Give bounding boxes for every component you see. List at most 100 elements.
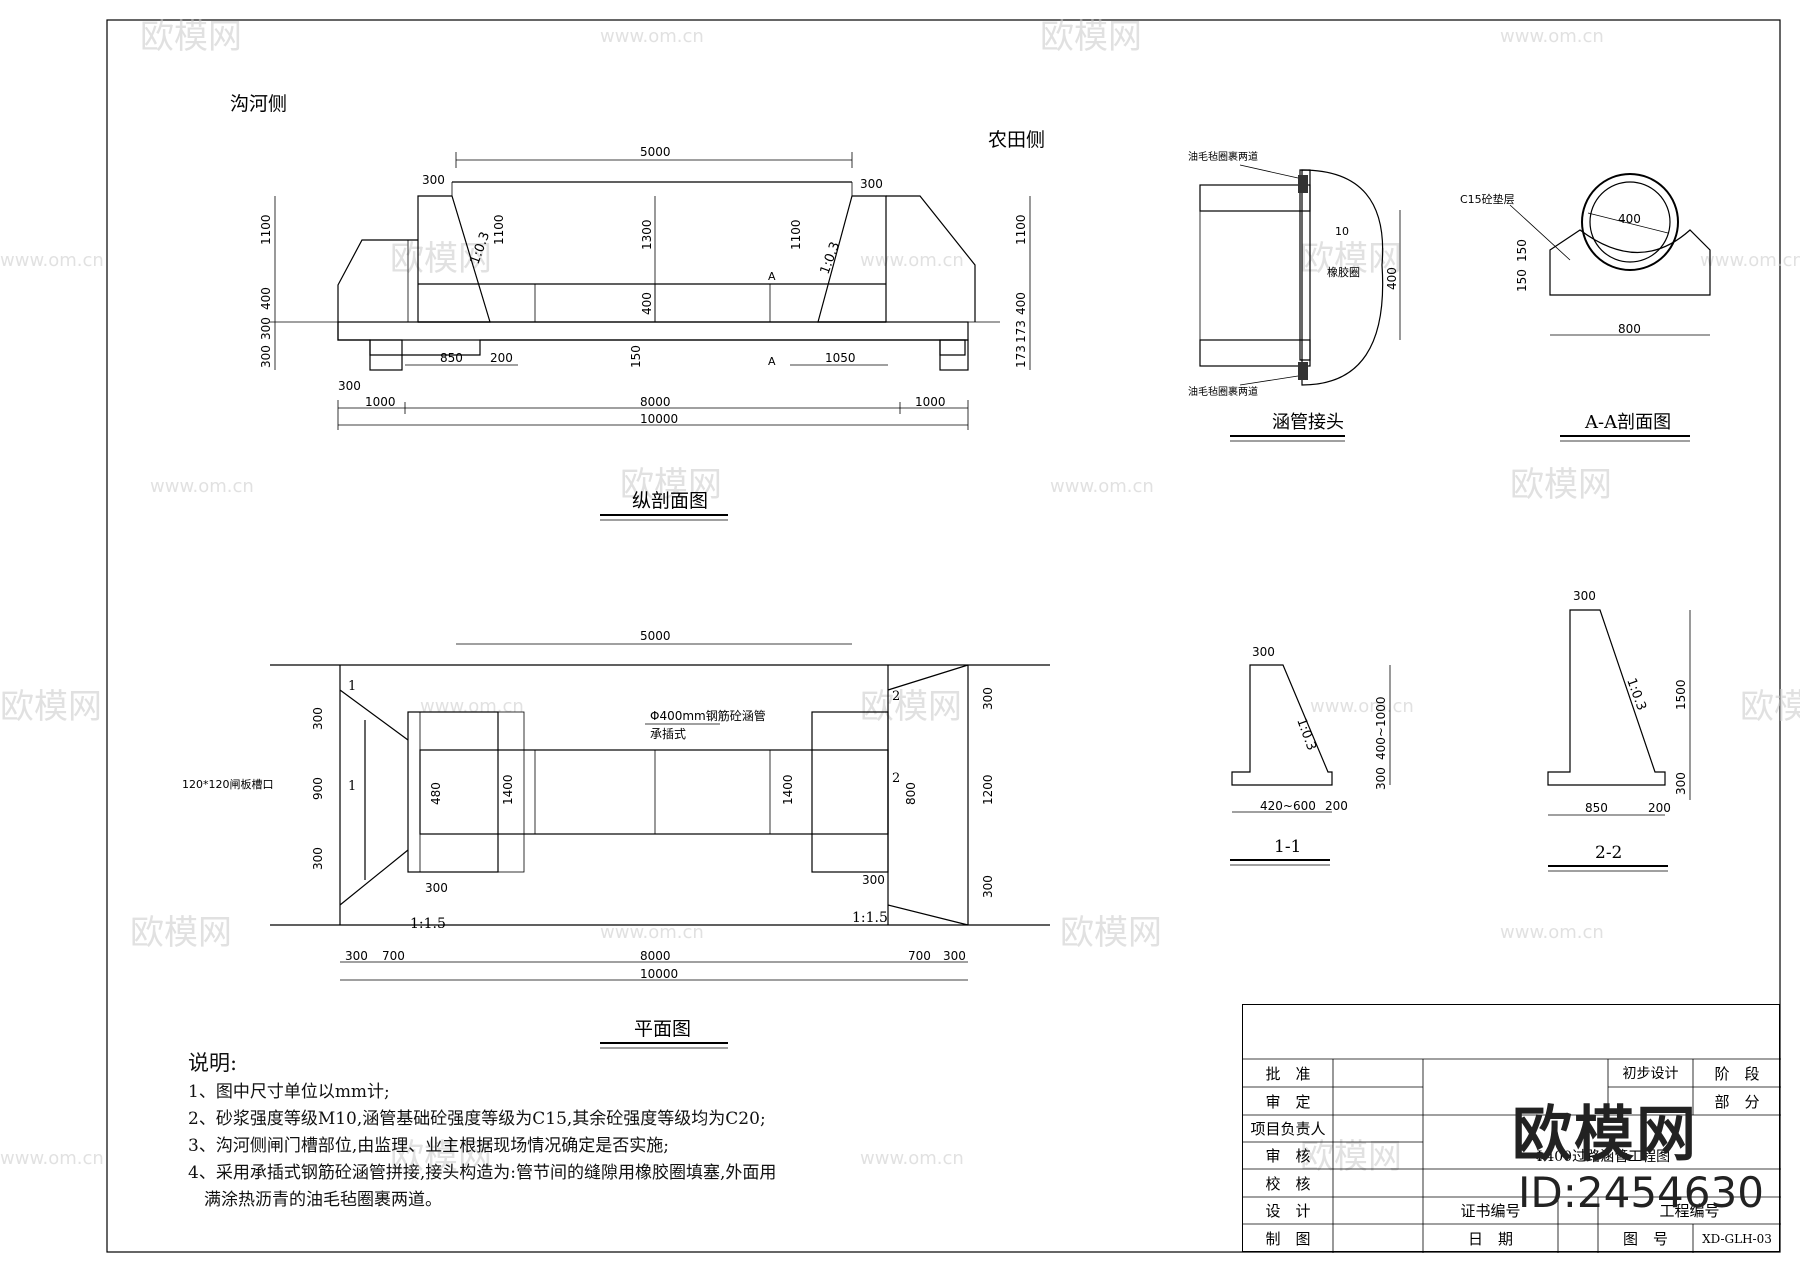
felt-label-top: 油毛毡圈裹两道 — [1188, 150, 1258, 163]
svg-text:欧模网: 欧模网 — [1040, 17, 1142, 57]
svg-text:1000: 1000 — [365, 395, 396, 409]
svg-text:300: 300 — [338, 379, 361, 393]
profile-title: 纵剖面图 — [632, 490, 708, 512]
svg-text:10000: 10000 — [640, 967, 678, 981]
svg-text:1:0.3: 1:0.3 — [1293, 716, 1318, 752]
svg-text:850: 850 — [1585, 801, 1608, 815]
pipe-label: Φ400mm钢筋砼涵管 — [650, 708, 766, 723]
svg-text:300: 300 — [422, 173, 445, 187]
svg-text:1300: 1300 — [640, 219, 654, 250]
tb-approve: 批 准 — [1265, 1064, 1311, 1083]
svg-text:400: 400 — [640, 292, 654, 315]
svg-text:150: 150 — [629, 345, 643, 368]
svg-text:www.om.cn: www.om.cn — [600, 26, 704, 47]
tb-check: 审 核 — [1265, 1147, 1311, 1165]
rubber-ring-label: 橡胶圈 — [1327, 265, 1360, 279]
sheet-border — [106, 19, 1781, 1253]
svg-text:150: 150 — [1515, 239, 1529, 262]
svg-text:欧模网: 欧模网 — [1300, 1137, 1402, 1177]
svg-text:1: 1 — [348, 679, 356, 694]
s11-title: 1-1 — [1274, 837, 1301, 857]
svg-text:300: 300 — [943, 949, 966, 963]
tb-design: 设 计 — [1265, 1202, 1311, 1220]
tb-verify: 校 核 — [1265, 1174, 1311, 1193]
tb-drawing-name: Φ400过路涵管工程图 — [1533, 1148, 1671, 1165]
svg-text:300: 300 — [345, 949, 368, 963]
svg-text:800: 800 — [1618, 322, 1641, 336]
svg-text:欧模网: 欧模网 — [390, 1137, 492, 1177]
watermark-id: ID:2454630 — [1518, 1168, 1764, 1217]
svg-text:1:1.5: 1:1.5 — [852, 910, 888, 926]
tb-stage: 阶 段 — [1714, 1064, 1760, 1083]
svg-text:300: 300 — [1573, 589, 1596, 603]
svg-text:900: 900 — [311, 777, 325, 800]
svg-text:200: 200 — [490, 351, 513, 365]
svg-text:300: 300 — [981, 687, 995, 710]
svg-text:8000: 8000 — [640, 949, 671, 963]
c15-label: C15砼垫层 — [1460, 192, 1515, 206]
title-block: 批 准 审 定 项目负责人 审 核 校 核 设 计 制 图 初步设计 阶 段 部… — [1242, 1004, 1781, 1253]
svg-text:1100: 1100 — [259, 214, 273, 245]
svg-text:300: 300 — [259, 345, 273, 368]
tb-cert: 证书编号 — [1460, 1202, 1521, 1220]
svg-text:1400: 1400 — [501, 774, 515, 805]
svg-text:www.om.cn: www.om.cn — [1050, 476, 1154, 497]
watermark-layer: 欧模网 www.om.cn 欧模网 www.om.cn www.om.cn 欧模… — [0, 17, 1800, 1177]
svg-text:www.om.cn: www.om.cn — [150, 476, 254, 497]
felt-label-bottom: 油毛毡圈裹两道 — [1188, 385, 1258, 398]
svg-text:1100: 1100 — [789, 219, 803, 250]
svg-text:A: A — [768, 270, 776, 283]
svg-text:300: 300 — [311, 707, 325, 730]
note-item: 满涂热沥青的油毛毡圈裹两道。 — [204, 1190, 442, 1210]
svg-text:1100: 1100 — [1014, 214, 1028, 245]
tb-date: 日 期 — [1467, 1230, 1513, 1248]
svg-text:欧模网: 欧模网 — [1740, 687, 1800, 727]
svg-text:1:0.3: 1:0.3 — [818, 240, 843, 276]
svg-text:300: 300 — [862, 873, 885, 887]
svg-text:300: 300 — [860, 177, 883, 191]
notes-title: 说明: — [188, 1051, 238, 1075]
svg-text:1000: 1000 — [915, 395, 946, 409]
title-block-grid — [1243, 1058, 1781, 1253]
svg-text:1100: 1100 — [492, 214, 506, 245]
svg-text:5000: 5000 — [640, 145, 671, 159]
joint-detail: 油毛毡圈裹两道 油毛毡圈裹两道 橡胶圈 10 400 涵管接头 — [1188, 150, 1401, 442]
svg-text:300: 300 — [1252, 645, 1275, 659]
svg-text:300: 300 — [1674, 772, 1688, 795]
svg-text:1400: 1400 — [781, 774, 795, 805]
svg-text:173: 173 — [1014, 345, 1028, 368]
svg-text:1:0.3: 1:0.3 — [1623, 676, 1648, 712]
svg-text:欧模网: 欧模网 — [130, 913, 232, 953]
note-item: 2、砂浆强度等级M10,涵管基础砼强度等级为C15,其余砼强度等级均为C20; — [188, 1109, 766, 1129]
svg-text:www.om.cn: www.om.cn — [1310, 696, 1414, 717]
svg-text:www.om.cn: www.om.cn — [420, 696, 524, 717]
tb-review: 审 定 — [1265, 1092, 1311, 1111]
section-aa: 400 C15砼垫层 150 150 800 A-A剖面图 — [1460, 173, 1711, 442]
svg-text:400: 400 — [1014, 292, 1028, 315]
svg-text:400~1000: 400~1000 — [1374, 697, 1388, 761]
svg-text:10: 10 — [1335, 225, 1349, 238]
svg-text:1: 1 — [348, 779, 356, 794]
field-side-label: 农田侧 — [988, 129, 1045, 151]
tb-pm: 项目负责人 — [1250, 1120, 1326, 1138]
tb-stage-value: 初步设计 — [1622, 1066, 1679, 1082]
svg-text:欧模网: 欧模网 — [860, 687, 962, 727]
svg-text:420~600: 420~600 — [1260, 799, 1316, 813]
svg-text:www.om.cn: www.om.cn — [1500, 922, 1604, 943]
design-notes: 说明: 1、图中尺寸单位以mm计; 2、砂浆强度等级M10,涵管基础砼强度等级为… — [188, 1050, 776, 1214]
aa-title: A-A剖面图 — [1584, 412, 1671, 433]
tb-part: 部 分 — [1714, 1092, 1760, 1111]
svg-text:10000: 10000 — [640, 412, 678, 426]
svg-text:5000: 5000 — [640, 629, 671, 643]
svg-text:A: A — [768, 355, 776, 368]
svg-text:480: 480 — [429, 782, 443, 805]
svg-text:www.om.cn: www.om.cn — [1500, 26, 1604, 47]
svg-text:8000: 8000 — [640, 395, 671, 409]
plan-title: 平面图 — [634, 1018, 691, 1040]
svg-text:173: 173 — [1014, 320, 1028, 343]
svg-text:850: 850 — [440, 351, 463, 365]
svg-text:1050: 1050 — [825, 351, 856, 365]
svg-text:2: 2 — [892, 689, 900, 704]
svg-text:300: 300 — [1374, 767, 1388, 790]
tb-dwg-no: XD-GLH-03 — [1702, 1231, 1772, 1246]
